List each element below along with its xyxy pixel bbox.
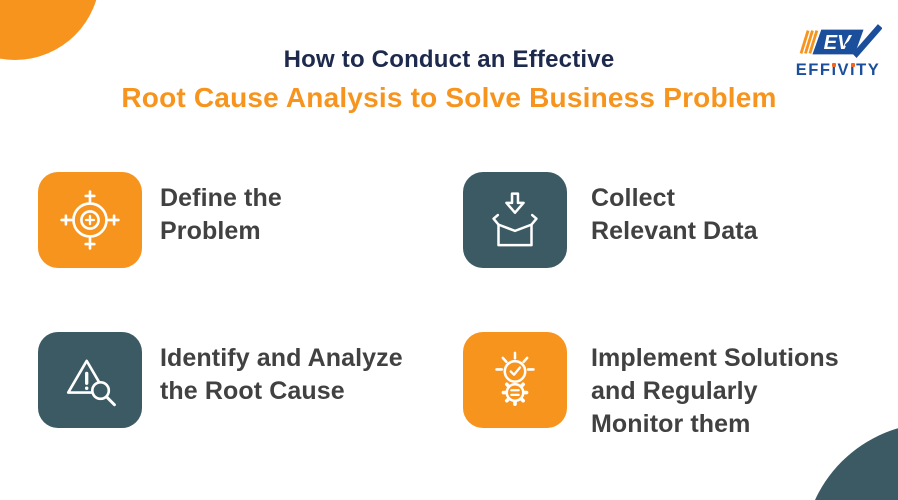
logo-wordmark-part: EFF [795,61,832,79]
step2-label-line1: Collect [591,184,676,212]
logo-wordmark: EFFıVıTY [790,61,886,80]
effivity-emblem-icon: EV [799,24,882,59]
step2-label: Collect Relevant Data [591,182,758,248]
step4-label-line1: Implement Solutions [591,344,839,372]
step3-label-line1: Identify and Analyze [160,344,403,372]
effivity-logo: EV EFFıVıTY [790,24,886,80]
logo-wordmark-part: ı [831,61,838,79]
target-icon [60,190,120,250]
step1-label-line2: Problem [160,217,261,245]
logo-wordmark-part: V [837,61,851,79]
step3-label-line2: the Root Cause [160,377,345,405]
step3-label: Identify and Analyze the Root Cause [160,342,403,408]
title-line-2: Root Cause Analysis to Solve Business Pr… [121,82,777,113]
step4-label-line2: and Regularly [591,377,758,405]
step4-label: Implement Solutions and Regularly Monito… [591,342,839,441]
title-line-1: How to Conduct an Effective [283,46,615,73]
step4-label-line3: Monitor them [591,410,751,438]
emblem-ev-text: EV [824,32,852,54]
step2-label-line2: Relevant Data [591,217,758,245]
warning-magnifier-icon [66,359,116,407]
step4-icon-tile [463,332,567,428]
bulb-gear-icon [495,351,535,406]
step1-label-line1: Define the [160,184,282,212]
step2-icon-tile [463,172,567,268]
box-arrow-icon [492,192,538,247]
step1-icon-tile [38,172,142,268]
step3-icon-tile [38,332,142,428]
logo-wordmark-part: ı [850,61,857,79]
logo-wordmark-part: TY [856,61,881,79]
step1-label: Define the Problem [160,182,282,248]
